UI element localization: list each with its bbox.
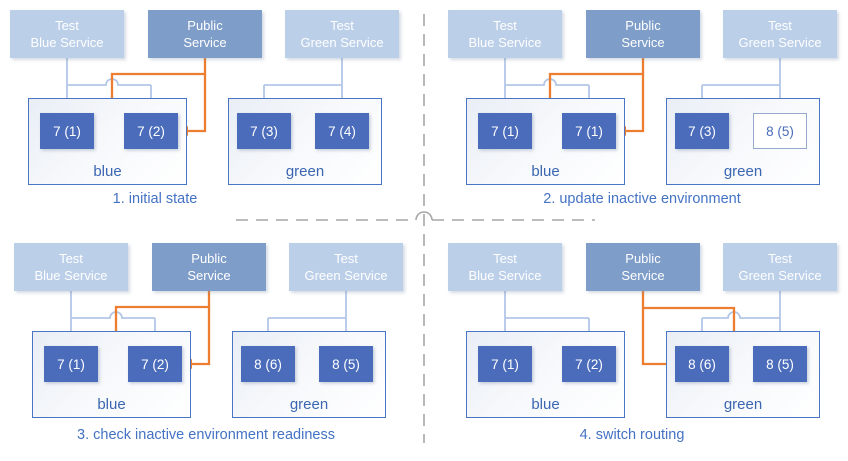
test-green-service-box: Test Green Service: [723, 243, 837, 291]
node-green-1: 7 (3): [237, 113, 291, 149]
service-label-line1: Public: [625, 18, 661, 33]
service-label-line1: Test: [330, 18, 354, 33]
service-label-line2: Blue Service: [468, 35, 542, 50]
test-green-service-box: Test Green Service: [723, 10, 837, 58]
node-green-1: 8 (6): [675, 346, 729, 382]
environment-label: blue: [531, 396, 560, 413]
service-label-line1: Public: [187, 18, 223, 33]
service-label-line2: Green Service: [738, 35, 822, 50]
public-service-box: Public Service: [152, 243, 266, 291]
public-route-path: [188, 74, 207, 133]
node-blue-2: 7 (1): [562, 113, 616, 149]
service-label-line2: Green Service: [300, 35, 384, 50]
public-service-box: Public Service: [586, 243, 700, 291]
service-label-line2: Green Service: [738, 268, 822, 283]
node-blue-1: 7 (1): [478, 113, 532, 149]
service-label-line1: Test: [59, 251, 83, 266]
environment-label: green: [285, 163, 325, 180]
service-label-line1: Test: [334, 251, 358, 266]
environment-label: green: [723, 163, 763, 180]
panel-update-inactive-environment: Test Blue Service Public Service Test Gr…: [438, 0, 848, 228]
public-route-path: [641, 308, 667, 366]
panel-caption: 4. switch routing: [579, 427, 685, 443]
environment-label: green: [723, 396, 763, 413]
service-label-line1: Test: [55, 18, 79, 33]
node-green-2: 8 (5): [319, 346, 373, 382]
test-blue-service-box: Test Blue Service: [448, 10, 562, 58]
node-green-2: 7 (4): [315, 113, 369, 149]
node-green-1: 7 (3): [675, 113, 729, 149]
service-label-line2: Blue Service: [468, 268, 542, 283]
service-label-line1: Public: [625, 251, 661, 266]
panel-caption: 2. update inactive environment: [543, 191, 741, 207]
service-label-line1: Test: [493, 18, 517, 33]
public-service-box: Public Service: [148, 10, 262, 58]
service-label-line2: Blue Service: [30, 35, 104, 50]
node-blue-1: 7 (1): [40, 113, 94, 149]
public-route-path: [626, 74, 645, 133]
environment-label: blue: [97, 396, 126, 413]
environment-label: blue: [531, 163, 560, 180]
service-label-line2: Service: [183, 35, 227, 50]
service-label-line1: Test: [768, 251, 792, 266]
node-blue-2: 7 (2): [128, 346, 182, 382]
node-green-2: 8 (5): [753, 346, 807, 382]
service-label-line1: Test: [493, 251, 517, 266]
quadrant-dividers: [236, 14, 595, 443]
public-service-box: Public Service: [586, 10, 700, 58]
panel-check-inactive-environment-readiness: Test Blue Service Public Service Test Gr…: [4, 233, 428, 461]
test-blue-service-box: Test Blue Service: [10, 10, 124, 58]
node-green-2-updating: 8 (5): [753, 113, 807, 149]
panel-switch-routing: Test Blue Service Public Service Test Gr…: [438, 233, 848, 461]
test-green-service-box: Test Green Service: [289, 243, 403, 291]
service-label-line2: Service: [187, 268, 231, 283]
node-blue-1: 7 (1): [478, 346, 532, 382]
panel-initial-state: Test Blue Service Public Service Test Gr…: [0, 0, 424, 228]
node-blue-2: 7 (2): [562, 346, 616, 382]
environment-label: green: [289, 396, 329, 413]
public-route-path: [192, 307, 211, 366]
node-green-1: 8 (6): [241, 346, 295, 382]
service-label-line2: Service: [621, 268, 665, 283]
panel-caption: 3. check inactive environment readiness: [77, 427, 335, 443]
environment-label: blue: [93, 163, 122, 180]
node-blue-2: 7 (2): [124, 113, 178, 149]
service-label-line2: Green Service: [304, 268, 388, 283]
service-label-line2: Blue Service: [34, 268, 108, 283]
divider-hop-arc: [415, 211, 433, 221]
test-blue-service-box: Test Blue Service: [14, 243, 128, 291]
test-blue-service-box: Test Blue Service: [448, 243, 562, 291]
service-label-line1: Test: [768, 18, 792, 33]
service-label-line1: Public: [191, 251, 227, 266]
panel-caption: 1. initial state: [112, 191, 198, 207]
test-green-service-box: Test Green Service: [285, 10, 399, 58]
node-blue-1: 7 (1): [44, 346, 98, 382]
service-label-line2: Service: [621, 35, 665, 50]
